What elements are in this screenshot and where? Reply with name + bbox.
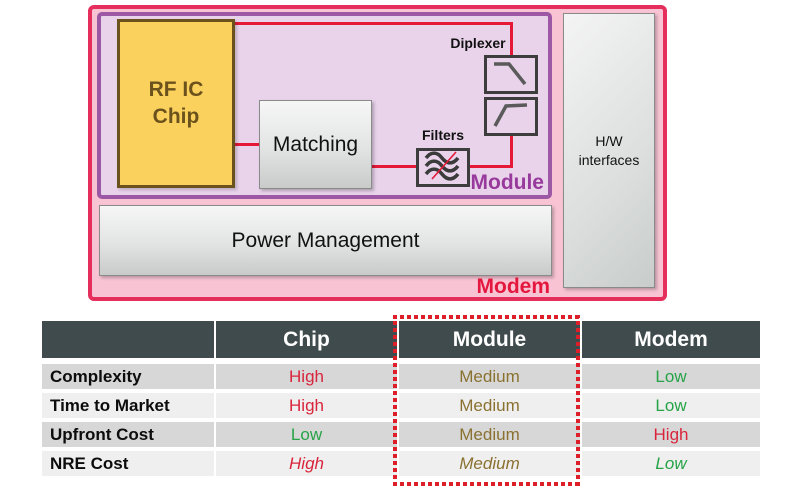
row-label: Upfront Cost [42,422,214,447]
table-row-complexity: Complexity High Medium Low [42,364,760,389]
highpass-filter-icon [487,98,535,136]
header-cell-chip: Chip [216,321,397,358]
cell-value: Low [582,364,760,389]
signal-line-chip-to-diplexer-horizontal [235,22,513,25]
cell-value: High [216,364,397,389]
diplexer-label: Diplexer [450,35,506,51]
rf-ic-chip-block: RF IC Chip [117,19,235,188]
cell-value: Medium [399,393,580,418]
filters-label: Filters [421,127,464,143]
matching-block: Matching [259,100,372,189]
signal-line-chip-to-matching [235,143,259,146]
modem-region-label: Modem [476,275,551,298]
signal-line-matching-to-filters [372,165,416,168]
table-header-row: Chip Module Modem [42,321,760,358]
filters-block [416,148,470,187]
row-label: Complexity [42,364,214,389]
cell-value: Medium [399,451,580,476]
hw-interfaces-block: H/W interfaces [563,13,655,288]
power-management-block: Power Management [99,205,552,276]
wave-filter-icon [419,149,467,187]
header-cell-module: Module [399,321,580,358]
signal-line-filters-to-diplexer [470,165,513,168]
cell-value: Low [582,451,760,476]
cell-value: High [216,451,397,476]
diplexer-highpass-block [484,97,538,136]
cell-value: Medium [399,364,580,389]
comparison-table: Chip Module Modem Complexity High Medium… [42,321,760,480]
row-label: NRE Cost [42,451,214,476]
diplexer-lowpass-block [484,55,538,94]
cell-value: High [216,393,397,418]
table-row-nre-cost: NRE Cost High Medium Low [42,451,760,476]
lowpass-filter-icon [487,56,535,94]
table-row-upfront-cost: Upfront Cost Low Medium High [42,422,760,447]
signal-line-diplexer-bottom-vertical [510,136,513,168]
cell-value: Low [582,393,760,418]
signal-line-diplexer-top-vertical [510,22,513,55]
module-region-label: Module [470,171,545,194]
cell-value: High [582,422,760,447]
header-cell-modem: Modem [582,321,760,358]
cell-value: Low [216,422,397,447]
row-label: Time to Market [42,393,214,418]
cell-value: Medium [399,422,580,447]
header-cell-empty [42,321,214,358]
table-row-time-to-market: Time to Market High Medium Low [42,393,760,418]
